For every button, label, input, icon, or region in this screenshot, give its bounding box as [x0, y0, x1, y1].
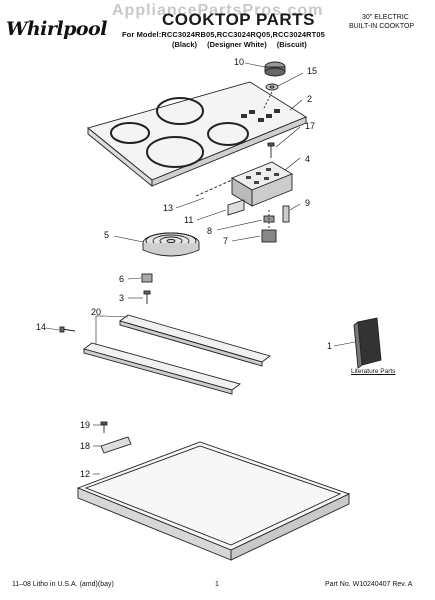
footer-part-number: Part No. W10240407 Rev. A [325, 581, 413, 588]
relay [261, 210, 277, 243]
model-numbers: For Model:RCC3024RB05,RCC3024RQ05,RCC302… [122, 30, 325, 39]
callout-17: 17 [305, 121, 316, 131]
literature-parts-label: Literature Parts [351, 368, 396, 375]
callout-11: 11 [184, 215, 194, 225]
color-black: (Black) [172, 40, 198, 49]
callout-8: 8 [207, 226, 213, 236]
color-biscuit: (Biscuit) [276, 40, 307, 49]
footer-litho: 11–08 Litho in U.S.A. (amd)(bay) [12, 581, 114, 588]
callout-4: 4 [305, 154, 311, 164]
page-number: 1 [215, 581, 219, 588]
callout-9: 9 [305, 198, 311, 208]
callout-14: 14 [36, 322, 47, 332]
product-type-line1: 30" ELECTRIC [362, 14, 409, 21]
callout-10: 10 [234, 57, 245, 67]
cooktop-glass [87, 81, 307, 187]
screw-19 [100, 421, 108, 433]
radiant-element [142, 232, 200, 257]
callout-5: 5 [104, 230, 110, 240]
callout-6: 6 [119, 274, 125, 284]
screw-17 [267, 142, 275, 158]
knob-bezel [265, 83, 279, 91]
whirlpool-logo: Whirlpool [6, 18, 107, 40]
callout-19: 19 [80, 420, 91, 430]
literature-booklet [353, 317, 382, 369]
color-designer-white: (Designer White) [207, 40, 267, 49]
callout-18: 18 [80, 441, 91, 451]
product-type-line2: BUILT-IN COOKTOP [349, 23, 415, 30]
screw-14 [59, 326, 76, 333]
callout-1: 1 [327, 341, 333, 351]
switch-housing [230, 161, 294, 207]
callout-3: 3 [119, 293, 125, 303]
callout-20: 20 [91, 307, 102, 317]
screw-3 [143, 290, 151, 304]
page-title: COOKTOP PARTS [162, 10, 315, 29]
callout-7: 7 [223, 236, 229, 246]
bottom-box [76, 441, 351, 561]
watermark: AppliancePartsPros.com [112, 2, 324, 19]
callout-13: 13 [163, 203, 174, 213]
callout-12: 12 [80, 469, 91, 479]
color-variants: (Black) (Designer White) (Biscuit) [172, 40, 315, 49]
rail-lower [82, 342, 242, 395]
rail-upper [119, 314, 271, 367]
element-clip [141, 273, 153, 283]
callout-2: 2 [307, 94, 313, 104]
control-knob [264, 61, 286, 77]
callout-15: 15 [307, 66, 318, 76]
